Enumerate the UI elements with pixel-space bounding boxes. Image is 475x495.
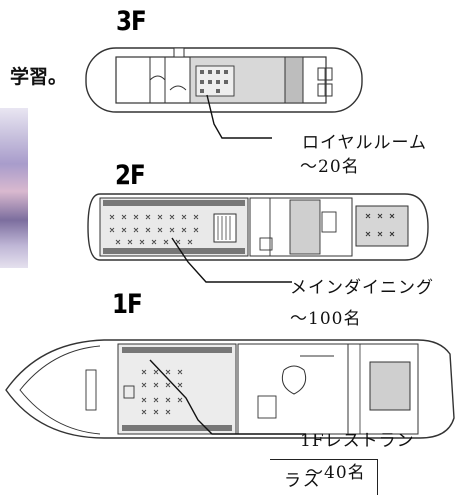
floor-label-3f: 3F [116,7,147,37]
callout-leader-2f [171,237,292,283]
callout-capacity-2f: 〜100名 [290,309,362,329]
left-body-text: 学習。 [10,66,68,88]
floor-label-1f: 1F [112,290,143,320]
callout-capacity-3f: 〜20名 [300,157,360,177]
callout-leader-1f [149,359,306,435]
deck-plan-1f [5,339,455,439]
deck-plan-3f [85,47,363,113]
callout-room-3f: ロイヤルルーム [302,133,427,153]
floor-label-2f: 2F [115,161,146,191]
terrace-box [270,459,378,495]
callout-room-2f: メインダイニング [290,278,434,298]
callout-room-1f: 1Fレストラン [300,431,415,451]
deck-plan-2f [87,193,429,261]
callout-leader-3f [206,94,272,139]
terrace-box-text: ラス [284,471,322,491]
callout-capacity-1f: 〜40名 [306,463,366,483]
ship-photo-fragment [0,108,28,268]
terrace-box-divider [377,459,378,495]
